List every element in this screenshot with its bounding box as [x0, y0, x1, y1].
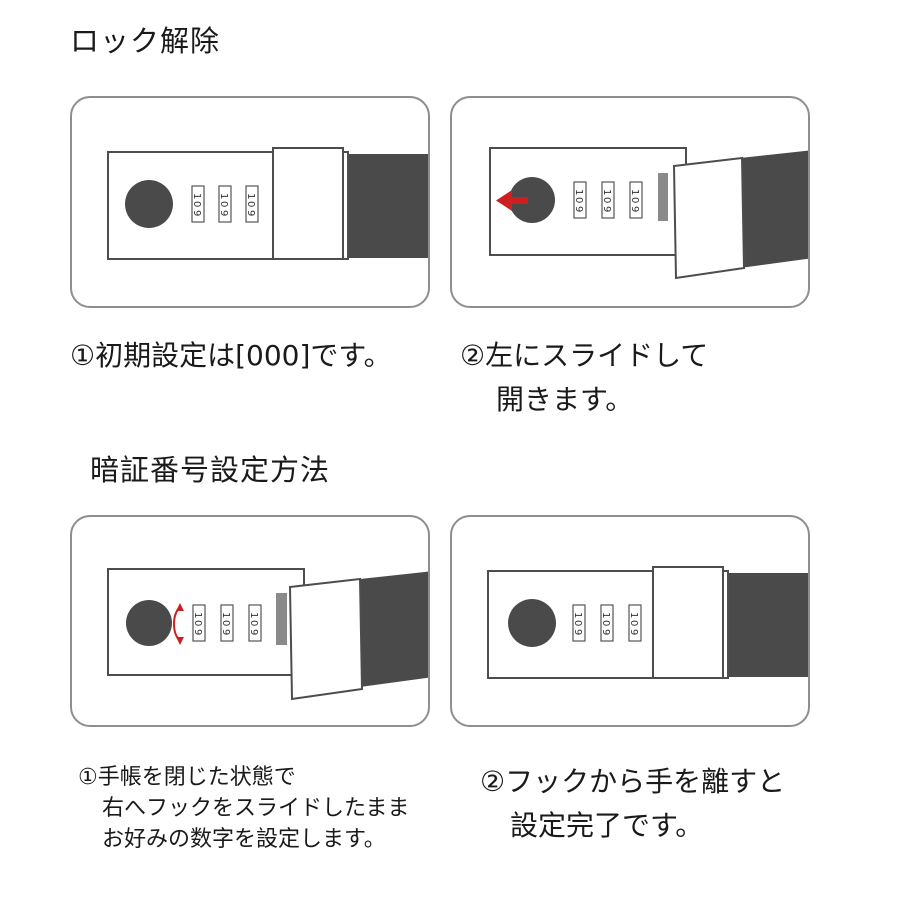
set-code-heading: 暗証番号設定方法: [90, 453, 331, 487]
latch-slot: [658, 173, 668, 221]
unlock-heading: ロック解除: [70, 24, 221, 58]
svg-text:1: 1: [220, 612, 231, 618]
caption-line: ①手帳を閉じた状態で: [78, 765, 296, 790]
caption-line: 設定完了です。: [510, 809, 704, 842]
lock-sliding-open-illustration: 1 0 9 1 0 9 1 0 9: [489, 147, 808, 280]
unlock-step2-panel: 1 0 9 1 0 9 1 0 9: [450, 96, 810, 308]
dial-1: 1 0 9: [192, 604, 206, 642]
dial-2: 1 0 9: [220, 604, 234, 642]
latch-slot: [276, 593, 287, 645]
svg-text:9: 9: [218, 210, 229, 216]
caption-line: 右へフックをスライドしたまま: [102, 796, 410, 821]
svg-text:1: 1: [572, 612, 583, 618]
unlock-step1-panel: 1 0 9 1 0 9 1 0 9: [70, 96, 430, 308]
lock-setting-code-illustration: 1 0 9 1 0 9 1 0 9: [107, 568, 428, 701]
svg-text:1: 1: [601, 189, 612, 195]
dial-1: 1 0 9: [572, 604, 586, 642]
lock-hook: [652, 566, 724, 679]
lock-closed-illustration: 1 0 9 1 0 9 1 0 9: [107, 147, 428, 260]
lock-hook: [672, 156, 746, 280]
caption-line: ①初期設定は[000]です。: [70, 339, 392, 372]
dial-3-value: 0: [245, 201, 256, 207]
dial-group: 1 0 9 1 0 9 1 0 9: [572, 604, 642, 642]
lock-knob: [126, 600, 172, 646]
unlock-step1-caption: ①初期設定は[000]です。: [70, 334, 392, 378]
lock-hook: [288, 577, 364, 701]
svg-text:1: 1: [218, 193, 229, 199]
caption-line: お好みの数字を設定します。: [102, 827, 386, 852]
lock-knob: [508, 599, 556, 647]
caption-line: 開きます。: [496, 383, 634, 416]
dial-3-value: 0: [248, 620, 259, 626]
dial-1: 1 0 9: [191, 185, 205, 223]
caption-line: ②フックから手を離すと: [480, 765, 786, 798]
svg-text:9: 9: [572, 629, 583, 635]
dial-3: 1 0 9: [245, 185, 259, 223]
svg-text:9: 9: [573, 206, 584, 212]
dial-group: 1 0 9 1 0 9 1 0 9: [191, 185, 259, 223]
dial-1: 1 0 9: [573, 181, 587, 219]
set-code-step2-panel: 1 0 9 1 0 9 1 0 9: [450, 515, 810, 727]
lock-knob: [509, 177, 555, 223]
svg-text:1: 1: [192, 612, 203, 618]
lock-hook: [272, 147, 344, 260]
dial-1-value: 0: [572, 620, 583, 626]
strap: [360, 571, 428, 687]
dial-3: 1 0 9: [248, 604, 262, 642]
svg-text:1: 1: [573, 189, 584, 195]
dial-2: 1 0 9: [601, 181, 615, 219]
lock-knob: [125, 180, 173, 228]
svg-text:9: 9: [245, 210, 256, 216]
dial-3: 1 0 9: [629, 181, 643, 219]
slide-left-arrow-icon: [496, 190, 528, 211]
set-code-step1-panel: 1 0 9 1 0 9 1 0 9: [70, 515, 430, 727]
svg-text:9: 9: [248, 629, 259, 635]
set-code-step1-caption: ①手帳を閉じた状態で 右へフックをスライドしたまま お好みの数字を設定します。: [78, 762, 409, 855]
dial-group: 1 0 9 1 0 9 1 0 9: [192, 604, 262, 642]
svg-text:1: 1: [245, 193, 256, 199]
svg-text:1: 1: [629, 189, 640, 195]
svg-text:9: 9: [220, 629, 231, 635]
svg-text:1: 1: [600, 612, 611, 618]
svg-text:9: 9: [191, 210, 202, 216]
svg-text:9: 9: [601, 206, 612, 212]
svg-text:9: 9: [628, 629, 639, 635]
unlock-step2-caption: ②左にスライドして 開きます。: [460, 334, 708, 422]
dial-2-value: 0: [218, 201, 229, 207]
caption-line: ②左にスライドして: [460, 339, 709, 372]
dial-2-value: 0: [600, 620, 611, 626]
dial-1-value: 0: [192, 620, 203, 626]
dial-1-value: 0: [573, 197, 584, 203]
svg-text:1: 1: [628, 612, 639, 618]
dial-3-value: 0: [628, 620, 639, 626]
svg-text:9: 9: [629, 206, 640, 212]
dial-rotate-arrow-icon: [173, 603, 184, 645]
svg-text:9: 9: [192, 629, 203, 635]
strap: [342, 154, 428, 258]
svg-text:1: 1: [248, 612, 259, 618]
dial-2: 1 0 9: [600, 604, 614, 642]
dial-2-value: 0: [601, 197, 612, 203]
dial-1-value: 0: [191, 201, 202, 207]
dial-3: 1 0 9: [628, 604, 642, 642]
svg-text:9: 9: [600, 629, 611, 635]
dial-2: 1 0 9: [218, 185, 232, 223]
strap: [740, 150, 808, 268]
dial-group: 1 0 9 1 0 9 1 0 9: [573, 181, 643, 219]
set-code-step2-caption: ②フックから手を離すと 設定完了です。: [480, 760, 785, 848]
lock-closed-illustration: 1 0 9 1 0 9 1 0 9: [487, 566, 808, 679]
dial-3-value: 0: [629, 197, 640, 203]
svg-text:1: 1: [191, 193, 202, 199]
strap: [722, 573, 808, 677]
dial-2-value: 0: [220, 620, 231, 626]
